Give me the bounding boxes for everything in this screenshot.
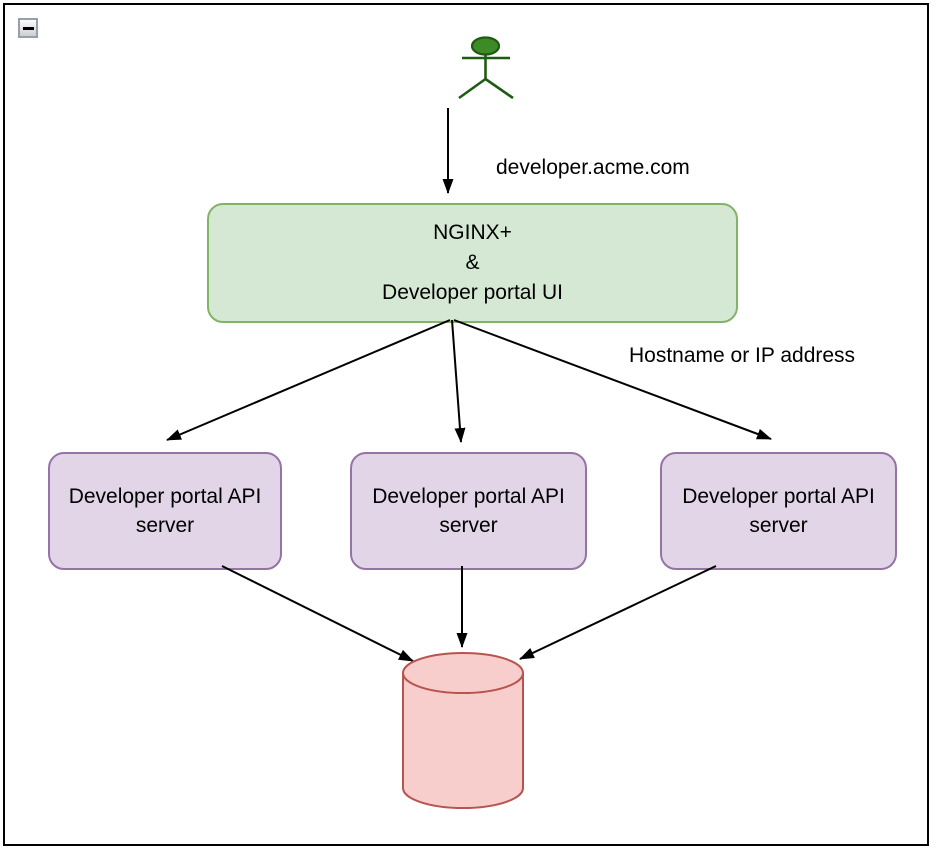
minus-collapse-icon: [22, 26, 34, 30]
nginx-node-line3: Developer portal UI: [382, 281, 563, 304]
collapse-button[interactable]: [18, 18, 38, 38]
api-server-label: Developer portal API server: [68, 485, 262, 537]
diagram-canvas: NGINX+ & Developer portal UI Developer p…: [3, 3, 929, 846]
api-server-label: Developer portal API server: [682, 485, 875, 537]
database-label: Portal DB: [423, 750, 513, 773]
nginx-portal-ui-node[interactable]: NGINX+ & Developer portal UI: [207, 203, 738, 323]
api-server-node-2[interactable]: Developer portal API server: [350, 452, 587, 570]
edge-label-hostname-ip: Hostname or IP address: [629, 344, 856, 367]
edge-label-request-domain: developer.acme.com: [496, 156, 690, 179]
api-server-label: Developer portal API server: [372, 485, 565, 537]
api-server-node-3[interactable]: Developer portal API server: [660, 452, 897, 570]
nginx-node-line1: NGINX+: [433, 221, 512, 244]
nginx-node-line2: &: [465, 251, 480, 274]
api-server-node-1[interactable]: Developer portal API server: [48, 452, 282, 570]
